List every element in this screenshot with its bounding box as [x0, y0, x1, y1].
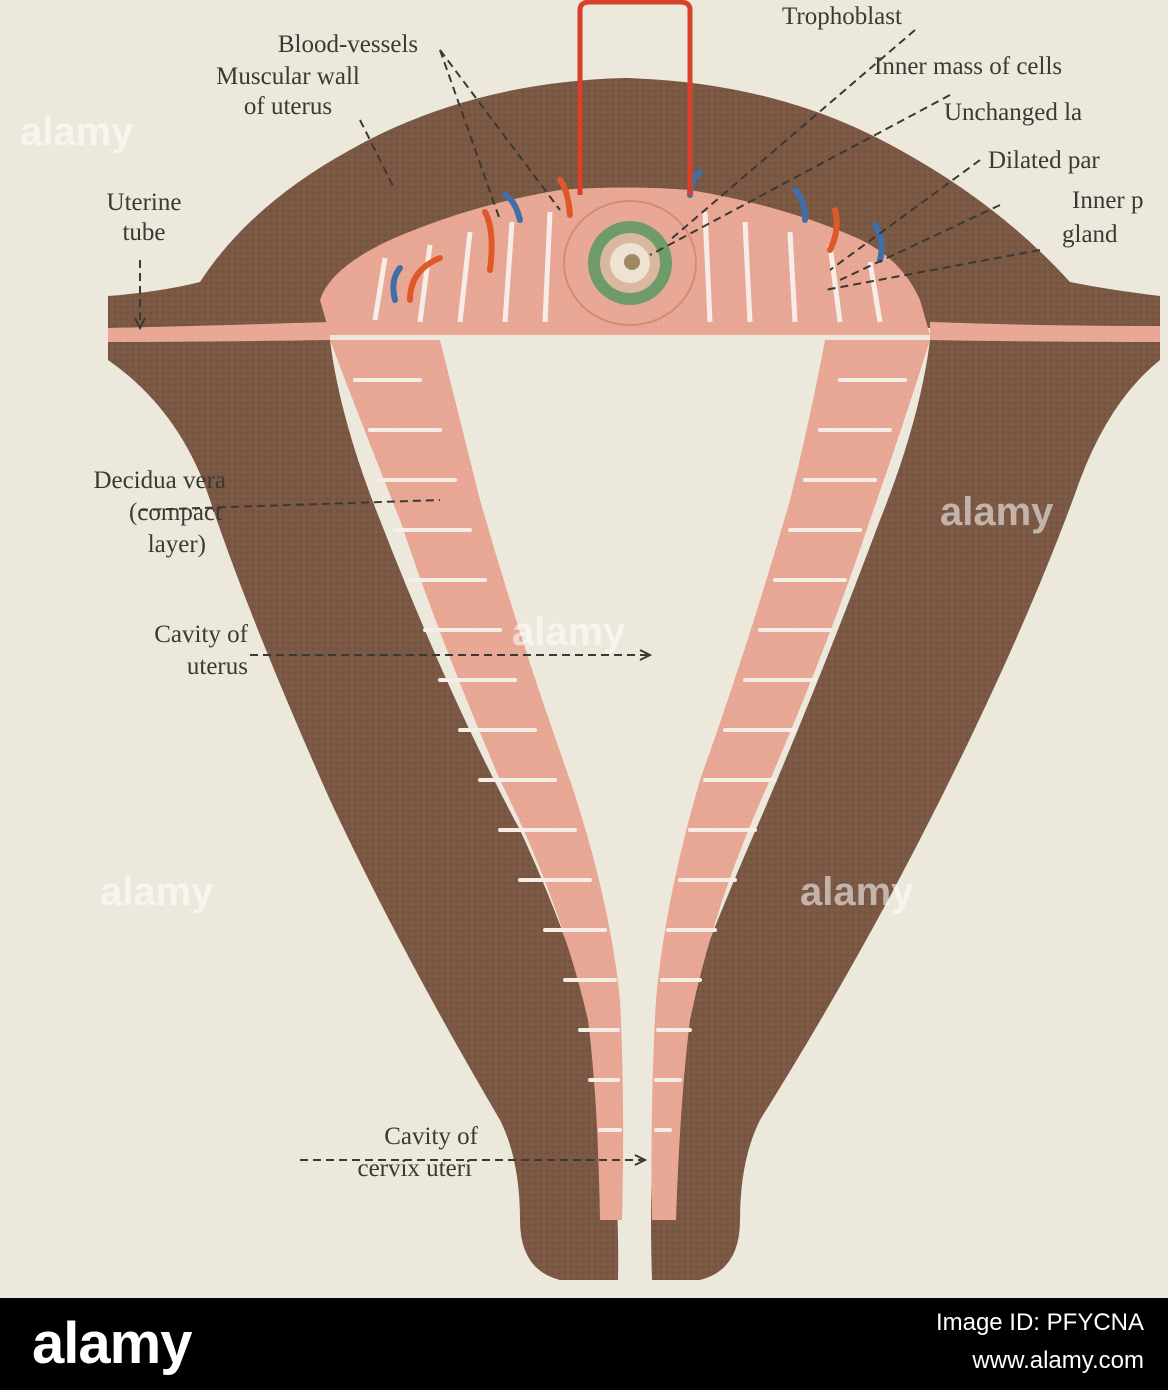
label-decidua-layer: layer): [147, 531, 206, 558]
label-muscular-wall-2: of uterus: [243, 93, 333, 120]
watermark: alamy: [940, 490, 1054, 534]
label-decidua-compact: (compact: [128, 499, 222, 526]
label-blood-vessels: Blood-vessels: [277, 31, 419, 58]
label-cavity-cervix-1: Cavity of: [384, 1123, 478, 1150]
label-dilated-part: Dilated par: [988, 147, 1100, 174]
label-cavity-cervix-2: cervix uteri: [357, 1155, 472, 1182]
label-gland: gland: [1062, 221, 1118, 248]
watermark: alamy: [20, 110, 134, 154]
label-inner-mass: Inner mass of cells: [874, 53, 1063, 80]
anatomical-figure: ll: [20, 0, 1160, 1280]
left-decidua: [330, 340, 624, 1220]
label-uterine-tube-1: Uterine: [106, 189, 182, 216]
watermark: alamy: [512, 610, 626, 654]
watermark: alamy: [800, 870, 914, 914]
left-muscle-wall: [108, 340, 619, 1280]
label-uterine-tube-2: tube: [122, 219, 166, 246]
uterus-diagram: [108, 0, 1160, 1280]
label-decidua-vera: Decidua vera: [93, 467, 226, 494]
label-trophoblast: Trophoblast: [782, 3, 902, 30]
label-muscular-wall-1: Muscular wall: [216, 63, 360, 90]
footer-bar: alamy Image ID: PFYCNA www.alamy.com: [0, 1298, 1168, 1390]
label-cavity-uterus-2: uterus: [186, 653, 248, 680]
brand-logo[interactable]: alamy: [32, 1311, 192, 1376]
label-cavity-uterus-1: Cavity of: [154, 621, 248, 648]
watermark: alamy: [100, 870, 214, 914]
label-inner-part: Inner p: [1072, 187, 1144, 214]
right-muscle-wall: [651, 340, 1160, 1280]
image-id: Image ID: PFYCNA: [935, 1309, 1144, 1336]
label-unchanged-layer: Unchanged la: [944, 99, 1083, 126]
site-url[interactable]: www.alamy.com: [972, 1347, 1144, 1374]
